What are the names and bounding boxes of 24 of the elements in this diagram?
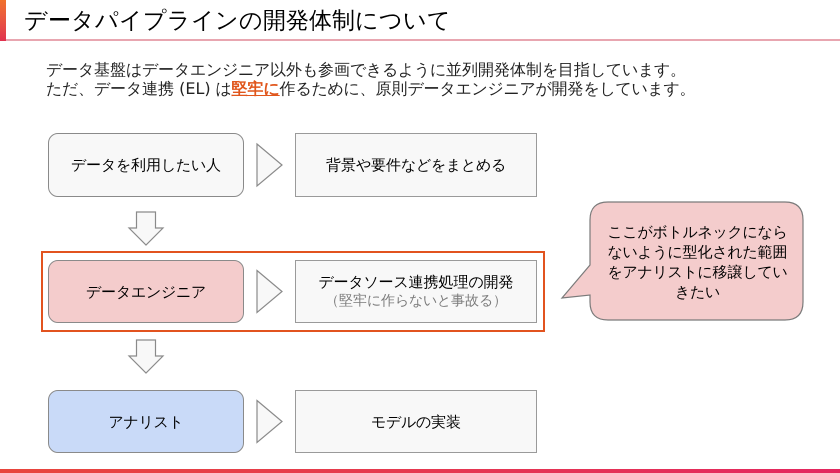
bubble-text: ここがボトルネックにならないように型化された範囲をアナリストに移譲していきたい	[606, 222, 788, 302]
role-label: アナリスト	[108, 412, 184, 432]
role-box	[48, 133, 244, 197]
highlight-frame	[41, 251, 545, 332]
speech-bubble	[560, 201, 805, 322]
page-title: データパイプラインの開発体制について	[24, 7, 451, 36]
role-box	[48, 260, 244, 323]
task-note: （堅牢に作らないと事故る）	[325, 292, 507, 311]
block-arrow	[128, 211, 164, 246]
block-arrow	[128, 339, 164, 374]
triangle-arrow	[256, 269, 283, 314]
intro-text: データ基盤はデータエンジニア以外も参画できるように並列開発体制を目指しています。	[46, 60, 687, 79]
triangle-arrow	[256, 399, 283, 444]
role-label: データを利用したい人	[71, 155, 221, 175]
task-box	[295, 133, 537, 197]
role-label: データエンジニア	[86, 282, 206, 302]
task-label: 背景や要件などをまとめる	[326, 155, 506, 175]
role-box	[48, 390, 244, 453]
task-label: データソース連携処理の開発	[318, 272, 514, 292]
task-box	[295, 390, 537, 453]
task-box	[295, 260, 537, 323]
task-label: モデルの実装	[371, 412, 461, 432]
intro-text: ただ、データ連携 (EL) は堅牢に作るために、原則データエンジニアが開発をしています。	[46, 79, 696, 98]
triangle-arrow	[256, 142, 283, 188]
